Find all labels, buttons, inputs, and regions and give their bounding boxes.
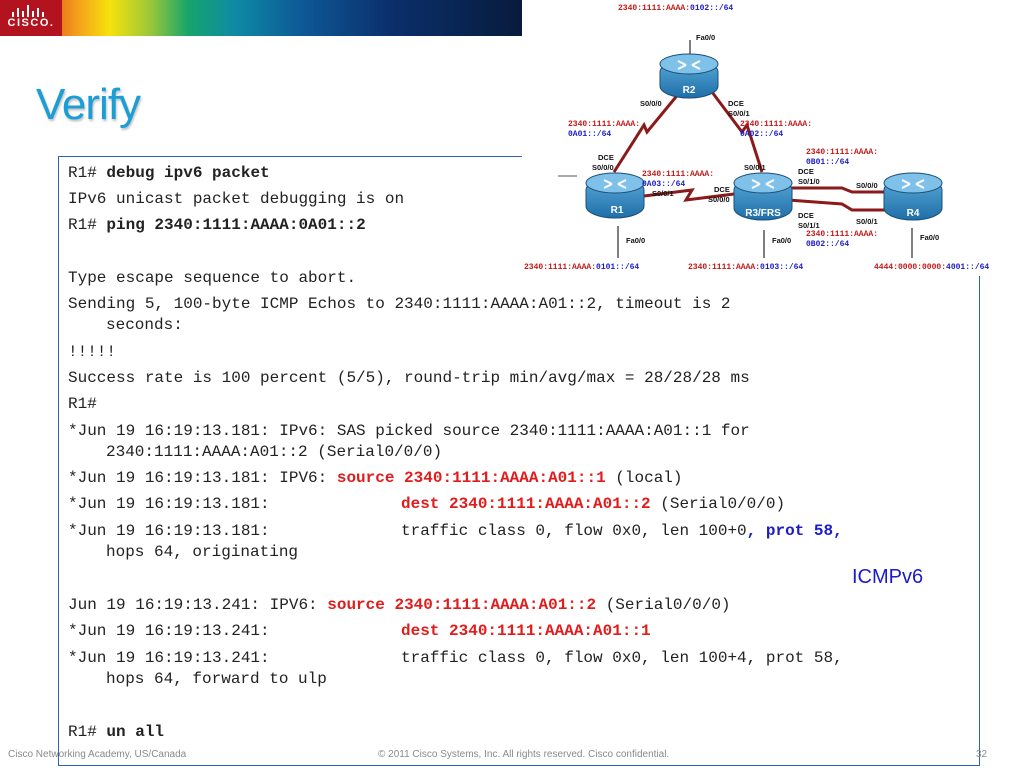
- address-label: 2340:1111:AAAA:0102::/64: [618, 4, 733, 13]
- serial-links: [612, 91, 894, 212]
- interface-label: S0/0/0: [640, 99, 662, 108]
- address-label: 2340:1111:AAAA:0101::/64: [524, 263, 639, 272]
- router-label: R4: [907, 208, 920, 219]
- page-number: 32: [976, 749, 988, 760]
- address-label: 2340:1111:AAAA:: [806, 230, 878, 239]
- cisco-logo-text: CISCO.: [7, 17, 55, 29]
- footer-left: Cisco Networking Academy, US/Canada: [8, 749, 187, 760]
- console-line: R1# ping 2340:1111:AAAA:0A01::2: [68, 215, 366, 236]
- interface-label: S0/0/0: [856, 181, 878, 190]
- router-icon[interactable]: R1: [585, 172, 645, 219]
- console-line-wrap: seconds:: [106, 316, 183, 334]
- dce-label: DCE: [798, 167, 814, 176]
- interface-label: S0/1/1: [798, 221, 820, 230]
- log-suffix: (Serial0/0/0): [650, 495, 786, 513]
- source-highlight: source 2340:1111:AAAA:A01::1: [336, 469, 606, 487]
- console-line: IPv6 unicast packet debugging is on: [68, 190, 405, 208]
- console-line: *Jun 19 16:19:13.181:: [68, 495, 270, 513]
- log-text: traffic class 0, flow 0x0, len 100+0: [401, 522, 747, 540]
- dce-label: DCE: [728, 99, 744, 108]
- console-line: R1# un all: [68, 722, 164, 743]
- prompt: R1#: [68, 216, 97, 234]
- footer-copyright: © 2011 Cisco Systems, Inc. All rights re…: [378, 749, 670, 760]
- console-line: traffic class 0, flow 0x0, len 100+4, pr…: [401, 649, 843, 667]
- router-icon[interactable]: R4: [883, 172, 943, 221]
- console-line: *Jun 19 16:19:13.181: IPv6: SAS picked s…: [68, 422, 750, 440]
- router-icon[interactable]: R3/FRS: [733, 172, 793, 221]
- interface-label: S0/0/1: [652, 189, 674, 198]
- router-label: R3/FRS: [745, 208, 781, 219]
- dce-label: DCE: [598, 153, 614, 162]
- link-r2-r1: [612, 91, 682, 173]
- router-label: R1: [611, 205, 624, 216]
- icmpv6-annotation: ICMPv6: [852, 566, 924, 588]
- cisco-bars-icon: [12, 5, 44, 17]
- header-gradient-bar: [0, 0, 522, 36]
- interface-label: S0/0/0: [592, 163, 614, 172]
- log-suffix: (Serial0/0/0): [596, 596, 731, 614]
- console-line: dest 2340:1111:AAAA:A01::2 (Serial0/0/0): [401, 494, 785, 515]
- topology-svg: R2 R1 R3/FRS R4 2340:1111:AAAA:0102::/64…: [524, 4, 989, 272]
- log-prefix: *Jun 19 16:19:13.181: IPV6:: [68, 469, 337, 487]
- dce-label: DCE: [714, 185, 730, 194]
- prompt: R1#: [68, 164, 97, 182]
- console-line: R1#: [68, 395, 97, 413]
- interface-label: Fa0/0: [626, 236, 645, 245]
- address-label: 2340:1111:AAAA:: [806, 148, 878, 157]
- dce-label: DCE: [798, 211, 814, 220]
- interface-label: S0/0/1: [744, 163, 766, 172]
- interface-label: S0/0/0: [708, 195, 730, 204]
- link-r2-r3: [710, 91, 764, 173]
- address-label: 0B02::/64: [806, 240, 849, 249]
- dest-highlight: dest 2340:1111:AAAA:A01::1: [401, 622, 651, 640]
- console-line: *Jun 19 16:19:13.241:: [68, 622, 270, 640]
- console-line: *Jun 19 16:19:13.241:: [68, 649, 270, 667]
- address-label: 4444:0000:0000:4001::/64: [874, 263, 989, 272]
- protocol-highlight: , prot 58,: [746, 522, 843, 540]
- console-line-wrap: hops 64, originating: [106, 543, 299, 561]
- console-line: Jun 19 16:19:13.241: IPV6: source 2340:1…: [68, 595, 731, 616]
- address-label: 2340:1111:AAAA:0103::/64: [688, 263, 803, 272]
- interface-label: Fa0/0: [696, 33, 715, 42]
- address-label: 0A02::/64: [740, 130, 783, 139]
- address-label: 2340:1111:AAAA:: [568, 120, 640, 129]
- log-prefix: Jun 19 16:19:13.241: IPV6:: [68, 596, 328, 614]
- link-r3-r4-b: [787, 198, 894, 212]
- console-line: *Jun 19 16:19:13.181:: [68, 522, 270, 540]
- address-label: 0A01::/64: [568, 130, 611, 139]
- log-suffix: (local): [605, 469, 683, 487]
- network-topology-diagram: R2 R1 R3/FRS R4 2340:1111:AAAA:0102::/64…: [522, 0, 1024, 276]
- command: debug ipv6 packet: [106, 164, 270, 182]
- command: un all: [106, 723, 165, 741]
- console-line: Success rate is 100 percent (5/5), round…: [68, 369, 750, 387]
- interface-label: Fa0/0: [920, 233, 939, 242]
- console-line: dest 2340:1111:AAAA:A01::1: [401, 621, 651, 642]
- link-r1-r3: [643, 188, 735, 202]
- console-line-wrap: 2340:1111:AAAA:A01::2 (Serial0/0/0): [106, 443, 443, 461]
- source-highlight: source 2340:1111:AAAA:A01::2: [327, 596, 597, 614]
- console-line: R1# debug ipv6 packet: [68, 163, 270, 184]
- prompt: R1#: [68, 723, 97, 741]
- console-line: traffic class 0, flow 0x0, len 100+0, pr…: [401, 521, 843, 542]
- console-line: *Jun 19 16:19:13.181: IPV6: source 2340:…: [68, 468, 683, 489]
- console-line: Type escape sequence to abort.: [68, 269, 357, 287]
- dest-highlight: dest 2340:1111:AAAA:A01::2: [401, 495, 651, 513]
- console-line: Sending 5, 100-byte ICMP Echos to 2340:1…: [68, 295, 731, 313]
- router-label: R2: [683, 85, 696, 96]
- link-r3-r4-a: [788, 186, 892, 194]
- console-line-wrap: hops 64, forward to ulp: [106, 670, 327, 688]
- address-label: 0A03::/64: [642, 180, 685, 189]
- interface-label: S0/1/0: [798, 177, 820, 186]
- interface-label: S0/0/1: [728, 109, 750, 118]
- cisco-logo: CISCO.: [0, 0, 62, 36]
- interface-label: Fa0/0: [772, 236, 791, 245]
- command: ping 2340:1111:AAAA:0A01::2: [106, 216, 366, 234]
- address-label: 0B01::/64: [806, 158, 849, 167]
- page-title: Verify: [36, 80, 141, 129]
- address-label: 2340:1111:AAAA:: [642, 170, 714, 179]
- address-label: 2340:1111:AAAA:: [740, 120, 812, 129]
- interface-label: S0/0/1: [856, 217, 878, 226]
- console-line: !!!!!: [68, 343, 117, 361]
- router-icon[interactable]: R2: [659, 53, 719, 99]
